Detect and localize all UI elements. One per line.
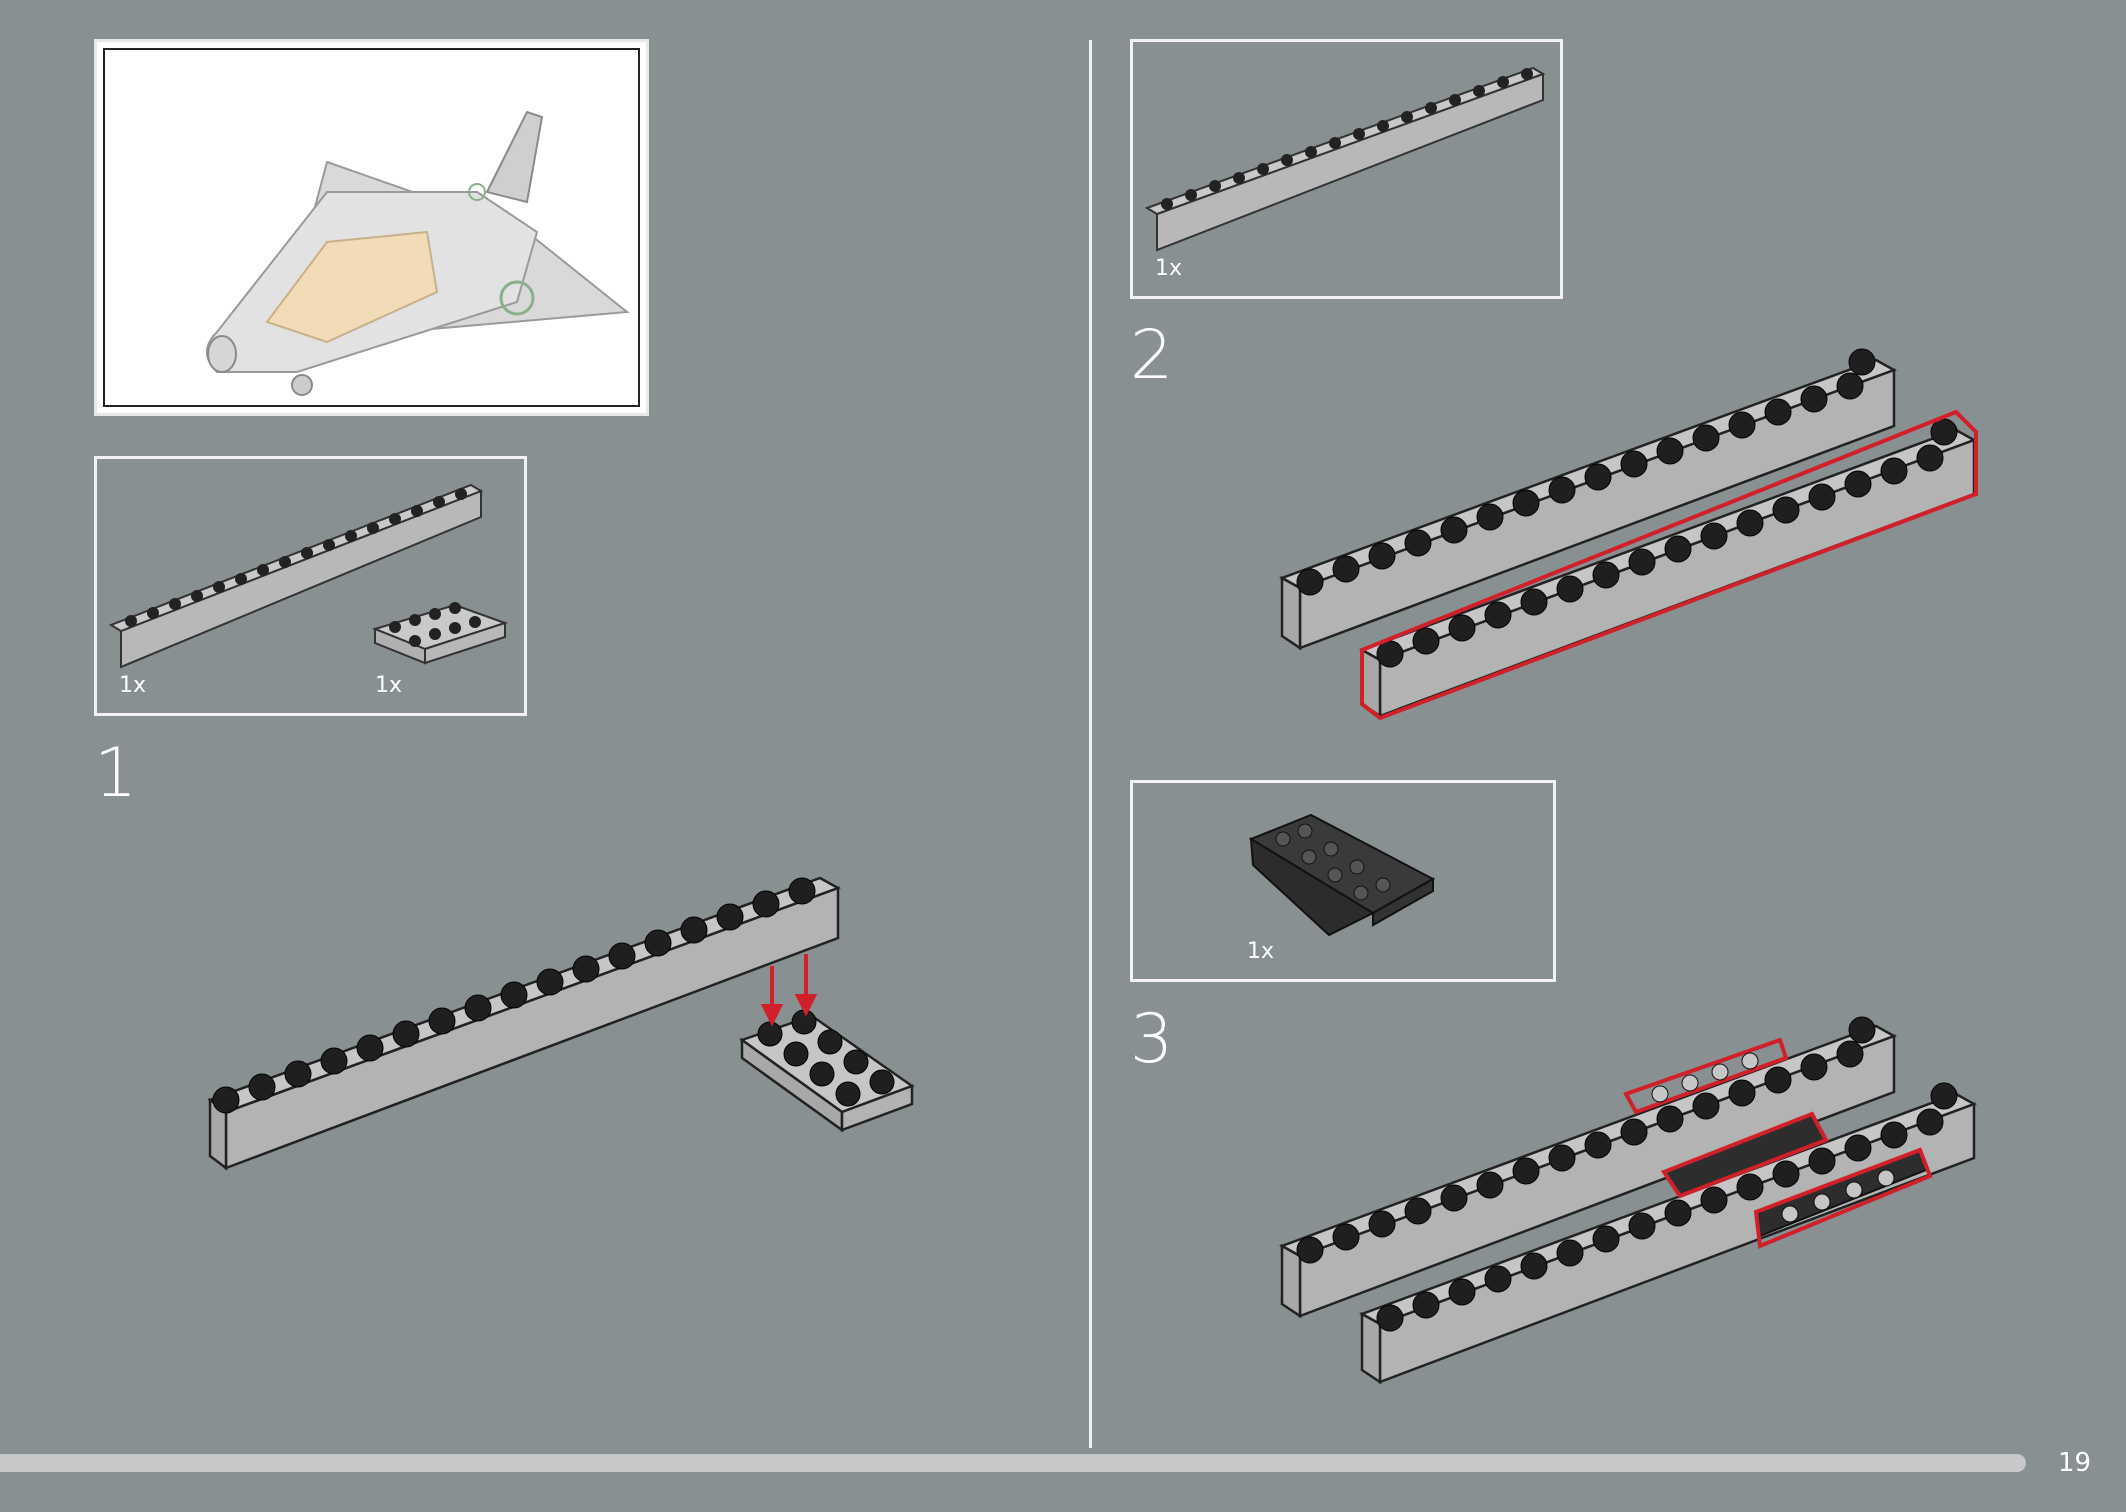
progress-bar (0, 1454, 2026, 1472)
step-1-number: 1 (94, 734, 138, 813)
part-qty-long-brick: 1x (1155, 256, 1183, 281)
step-3-parts-box: 1x (1130, 780, 1556, 982)
shuttle-illustration (206, 110, 630, 396)
step-1-assembly (207, 876, 915, 1171)
part-qty-long-brick: 1x (119, 673, 147, 698)
step-2-number: 2 (1130, 316, 1174, 395)
small-plate-part (371, 602, 509, 665)
part-qty-small-plate: 1x (375, 673, 403, 698)
page-number: 19 (2058, 1448, 2092, 1478)
inverted-slope-part (1248, 813, 1436, 937)
long-brick-part (1144, 66, 1546, 252)
preview-frame (94, 39, 649, 416)
long-brick-part (108, 483, 484, 669)
page-divider (1089, 40, 1092, 1448)
preview-inner-border (103, 48, 640, 407)
step-2-parts-box: 1x (1130, 39, 1563, 299)
step-1-parts-box: 1x 1x (94, 456, 527, 716)
part-qty-inverted-slope: 1x (1247, 939, 1275, 964)
step-3-number: 3 (1130, 1000, 1174, 1079)
